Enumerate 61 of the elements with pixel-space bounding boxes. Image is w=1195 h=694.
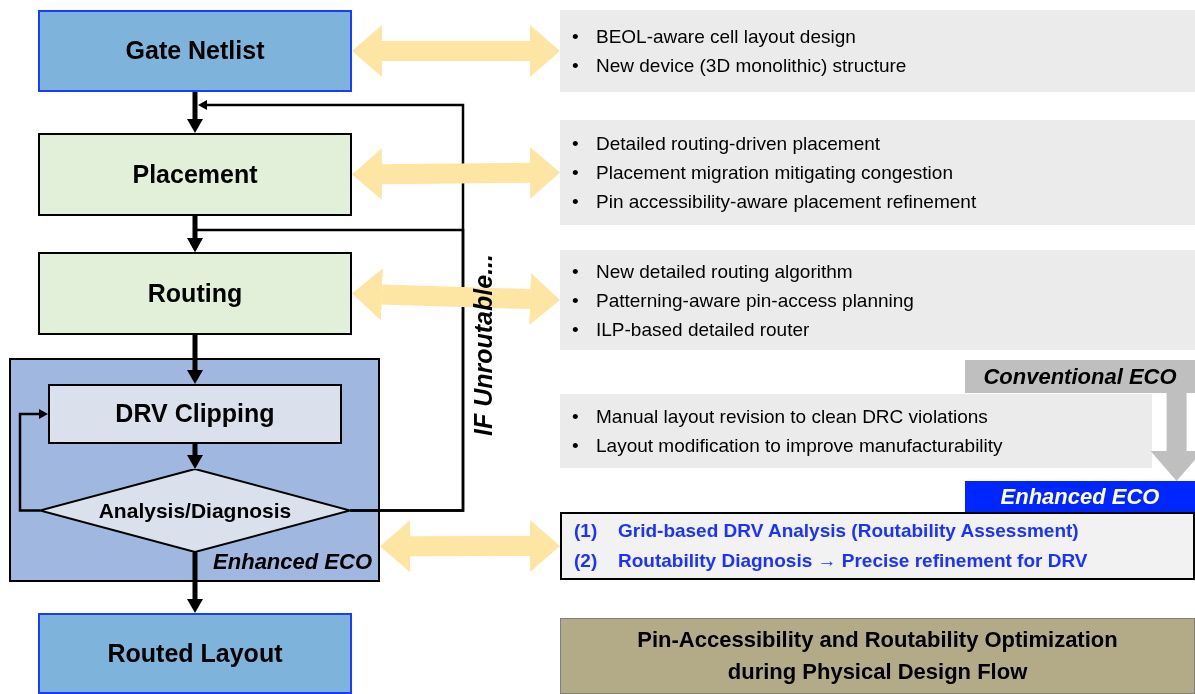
double-arrow	[352, 25, 560, 77]
arrow	[187, 92, 203, 133]
note-panel	[560, 512, 1195, 580]
bullet-mark: •	[572, 259, 580, 284]
bullet-mark: •	[572, 434, 580, 458]
box-title: Placement	[132, 158, 258, 190]
item-text: Grid-based DRV Analysis (Routability Assessment)	[618, 519, 1080, 543]
bullet-mark: •	[572, 317, 580, 342]
process-box	[38, 133, 352, 216]
bullet-text: BEOL-aware cell layout design	[596, 25, 857, 49]
double-arrow	[352, 146, 560, 201]
note-panel	[560, 250, 1195, 350]
bullet-text: Detailed routing-driven placement	[596, 132, 882, 156]
box-title: Gate Netlist	[125, 35, 265, 67]
bullet-mark: •	[572, 288, 580, 313]
process-box	[38, 10, 352, 92]
bullet-text: Manual layout revision to clean DRC violations	[596, 405, 989, 429]
process-box	[38, 252, 352, 335]
tag-label	[965, 481, 1195, 512]
tag-label	[965, 360, 1195, 393]
banner-text: Pin-Accessibility and Routability Optimization during Physical Design Flow	[636, 626, 1119, 686]
bullet-mark: •	[572, 25, 580, 49]
group-title: Enhanced ECO	[213, 548, 372, 576]
bullet-mark: •	[572, 190, 580, 214]
note-panel	[560, 394, 1152, 468]
note-panel	[560, 120, 1195, 225]
tag-text: Conventional ECO	[983, 363, 1177, 391]
group-panel	[9, 358, 380, 582]
double-arrow	[1150, 393, 1195, 481]
bullet-mark: •	[572, 161, 580, 185]
bullet-text: New device (3D monolithic) structure	[596, 54, 907, 78]
bullet-mark: •	[572, 132, 580, 156]
title-banner	[560, 618, 1195, 694]
process-box	[48, 384, 342, 444]
box-title: DRV Clipping	[115, 398, 275, 430]
double-arrow	[380, 520, 560, 573]
double-arrow	[352, 268, 560, 326]
note-panel	[560, 10, 1195, 92]
bullet-text: Pin accessibility-aware placement refinement	[596, 190, 977, 214]
item-text: Routability Diagnosis → Precise refinement for DRV	[618, 549, 1088, 573]
arrow	[187, 552, 203, 613]
box-title: Analysis/Diagnosis	[98, 497, 292, 524]
bullet-text: Placement migration mitigating congestion	[596, 161, 954, 185]
box-title: Routed Layout	[107, 637, 283, 669]
edge-label: IF Unroutable...	[468, 254, 499, 436]
bullet-text: ILP-based detailed router	[596, 317, 811, 342]
arrow	[190, 228, 465, 512]
bullet-mark: •	[572, 54, 580, 78]
arrow	[187, 444, 203, 469]
box-title: Routing	[147, 277, 243, 309]
bullet-text: New detailed routing algorithm	[596, 259, 854, 284]
bullet-text: Patterning-aware pin-access planning	[596, 288, 914, 313]
item-number: (2)	[574, 549, 599, 573]
process-box	[38, 613, 352, 694]
arrow	[18, 409, 48, 512]
decision-diamond	[40, 469, 350, 552]
arrow	[187, 335, 203, 384]
bullet-mark: •	[572, 405, 580, 429]
bullet-text: Layout modification to improve manufacturability	[596, 434, 1003, 458]
item-number: (1)	[574, 519, 599, 543]
tag-text: Enhanced ECO	[1000, 483, 1160, 511]
